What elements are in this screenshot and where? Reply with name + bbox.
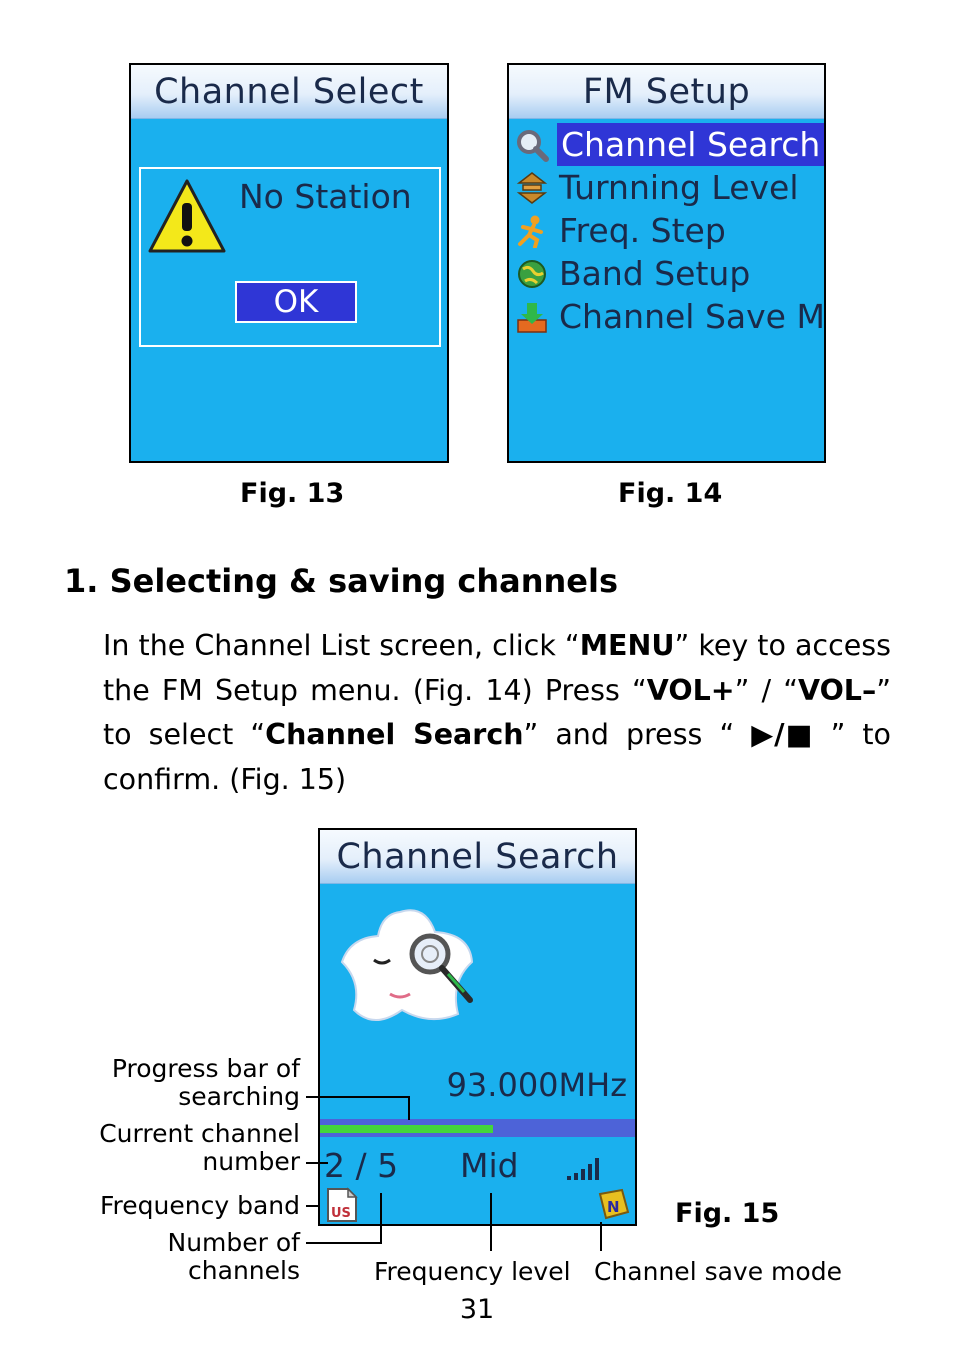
globe-icon — [518, 260, 546, 288]
no-station-message: No Station — [239, 177, 412, 216]
instruction-line: confirm. (Fig. 15) — [103, 762, 347, 796]
no-station-dialog: No Station OK — [139, 167, 441, 347]
instruction-line: the FM Setup menu. (Fig. 14) Press “VOL+… — [103, 673, 891, 707]
frequency-band-icon: US — [327, 1187, 358, 1222]
menu-item-label: Channel Save M — [559, 297, 825, 336]
frequency-readout: 93.000MHz — [446, 1066, 627, 1104]
leader-number-of-channels — [306, 1193, 382, 1244]
frequency-level: Mid — [460, 1146, 519, 1185]
current-channel-number: 2 / 5 — [324, 1146, 399, 1185]
menu-item-band-setup[interactable]: Band Setup — [509, 252, 824, 295]
fig14-screen: FM Setup Channel Search Turnning Level F… — [507, 63, 826, 463]
label-channel-save-mode: Channel save mode — [594, 1257, 842, 1286]
save-icon — [517, 303, 547, 333]
band-badge-text: US — [331, 1206, 351, 1221]
label-frequency-band: Frequency band — [100, 1191, 300, 1220]
star-mascot-icon — [340, 909, 474, 1021]
fig15-title: Channel Search — [320, 830, 635, 884]
search-progress-fill — [320, 1125, 494, 1133]
fig15-screen: Channel Search 93.000MHz 2 / 5 Mid US N — [318, 828, 637, 1226]
search-progress-bar — [320, 1119, 635, 1137]
fm-setup-menu: Channel Search Turnning Level Freq. Step… — [509, 123, 824, 338]
menu-item-label: Channel Search — [557, 123, 824, 166]
warning-icon — [148, 179, 226, 253]
instruction-line: to select “Channel Search” and press “ ▶… — [103, 718, 891, 751]
menu-item-label: Turnning Level — [559, 168, 799, 207]
save-badge-text: N — [607, 1198, 620, 1216]
menu-item-label: Band Setup — [559, 254, 751, 293]
menu-item-freq-step[interactable]: Freq. Step — [509, 209, 824, 252]
menu-item-label: Freq. Step — [559, 211, 726, 250]
level-icon — [516, 172, 548, 204]
menu-item-turnning-level[interactable]: Turnning Level — [509, 166, 824, 209]
fig13-caption: Fig. 13 — [240, 478, 345, 509]
instructions-paragraph: In the Channel List screen, click “MENU”… — [103, 624, 891, 802]
section-heading: 1. Selecting & saving channels — [64, 562, 619, 600]
menu-item-channel-search[interactable]: Channel Search — [509, 123, 824, 166]
fig13-screen: Channel Select No Station OK — [129, 63, 449, 463]
leader-progress-bar — [306, 1096, 410, 1120]
instruction-line: In the Channel List screen, click “MENU”… — [103, 629, 891, 662]
fig14-title: FM Setup — [509, 65, 824, 119]
channel-save-mode-icon: N — [598, 1188, 630, 1220]
menu-item-channel-save-mode[interactable]: Channel Save M — [509, 295, 824, 338]
fig13-title: Channel Select — [131, 65, 447, 119]
ok-button[interactable]: OK — [235, 281, 357, 323]
label-frequency-level: Frequency level — [374, 1257, 571, 1286]
page-number: 31 — [459, 1294, 495, 1325]
signal-strength-icon — [567, 1158, 599, 1180]
fig15-caption: Fig. 15 — [675, 1198, 780, 1229]
fig14-caption: Fig. 14 — [618, 478, 723, 509]
runner-icon — [518, 215, 543, 248]
magnifier-icon — [517, 130, 549, 162]
